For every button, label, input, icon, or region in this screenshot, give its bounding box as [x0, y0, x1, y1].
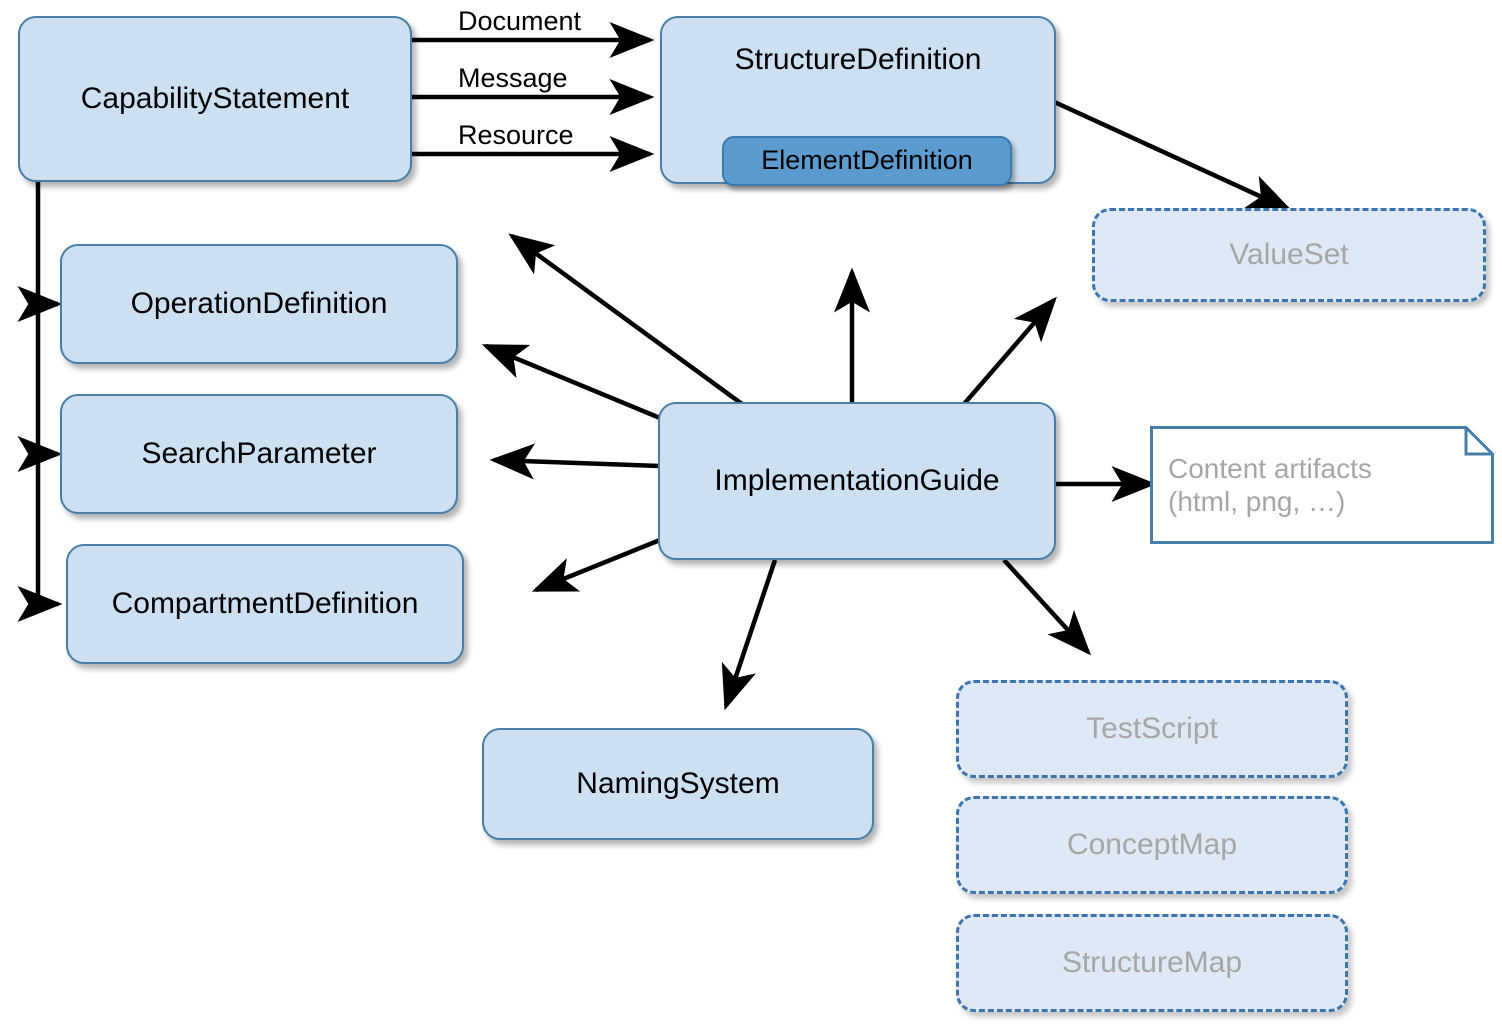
edge-implementationguide-to-searchparameter [489, 443, 661, 480]
node-value-set-label: ValueSet [1229, 238, 1349, 272]
node-structure-definition-label: StructureDefinition [734, 43, 982, 76]
note-frame-icon [1150, 426, 1494, 544]
edge-implementationguide-to-compartmentdefinition [531, 537, 661, 593]
edge-label-message: Message [458, 63, 568, 93]
node-element-definition[interactable]: ElementDefinition [722, 136, 1012, 186]
edge-implementationguide-to-valueset [962, 296, 1057, 406]
node-test-script[interactable]: TestScript [956, 680, 1348, 778]
node-capability-statement-label: CapabilityStatement [80, 82, 350, 116]
edge-label-resource: Resource [458, 120, 574, 150]
node-concept-map-label: ConceptMap [1066, 828, 1238, 862]
edge-implementationguide-to-testscript [1002, 558, 1092, 656]
edge-implementationguide-to-operationdefinition [481, 343, 661, 421]
node-structure-definition[interactable]: StructureDefinition ElementDefinition [660, 16, 1056, 186]
node-structure-map-label: StructureMap [1061, 946, 1243, 980]
node-capability-statement[interactable]: CapabilityStatement [18, 16, 412, 182]
node-concept-map[interactable]: ConceptMap [956, 796, 1348, 894]
node-structure-map[interactable]: StructureMap [956, 914, 1348, 1012]
node-search-parameter-label: SearchParameter [141, 437, 377, 471]
node-element-definition-label: ElementDefinition [761, 145, 973, 176]
node-compartment-definition-label: CompartmentDefinition [111, 587, 419, 621]
node-implementation-guide-label: ImplementationGuide [714, 464, 1000, 498]
edge-structuredefinition-to-valueset [1049, 97, 1293, 212]
node-implementation-guide[interactable]: ImplementationGuide [658, 402, 1056, 560]
node-naming-system[interactable]: NamingSystem [482, 728, 874, 840]
node-naming-system-label: NamingSystem [576, 767, 780, 801]
node-test-script-label: TestScript [1086, 712, 1218, 746]
node-operation-definition[interactable]: OperationDefinition [60, 244, 458, 364]
node-search-parameter[interactable]: SearchParameter [60, 394, 458, 514]
edge-implementationguide-to-structuredefinition [508, 233, 744, 406]
edge-implementationguide-to-namingsystem [721, 559, 778, 711]
node-content-artifacts-label: Content artifacts (html, png, …) [1168, 452, 1372, 517]
node-operation-definition-label: OperationDefinition [130, 287, 388, 321]
node-content-artifacts[interactable]: Content artifacts (html, png, …) [1150, 426, 1494, 544]
node-compartment-definition[interactable]: CompartmentDefinition [66, 544, 464, 664]
node-value-set[interactable]: ValueSet [1092, 208, 1486, 302]
edge-label-document: Document [458, 6, 582, 36]
